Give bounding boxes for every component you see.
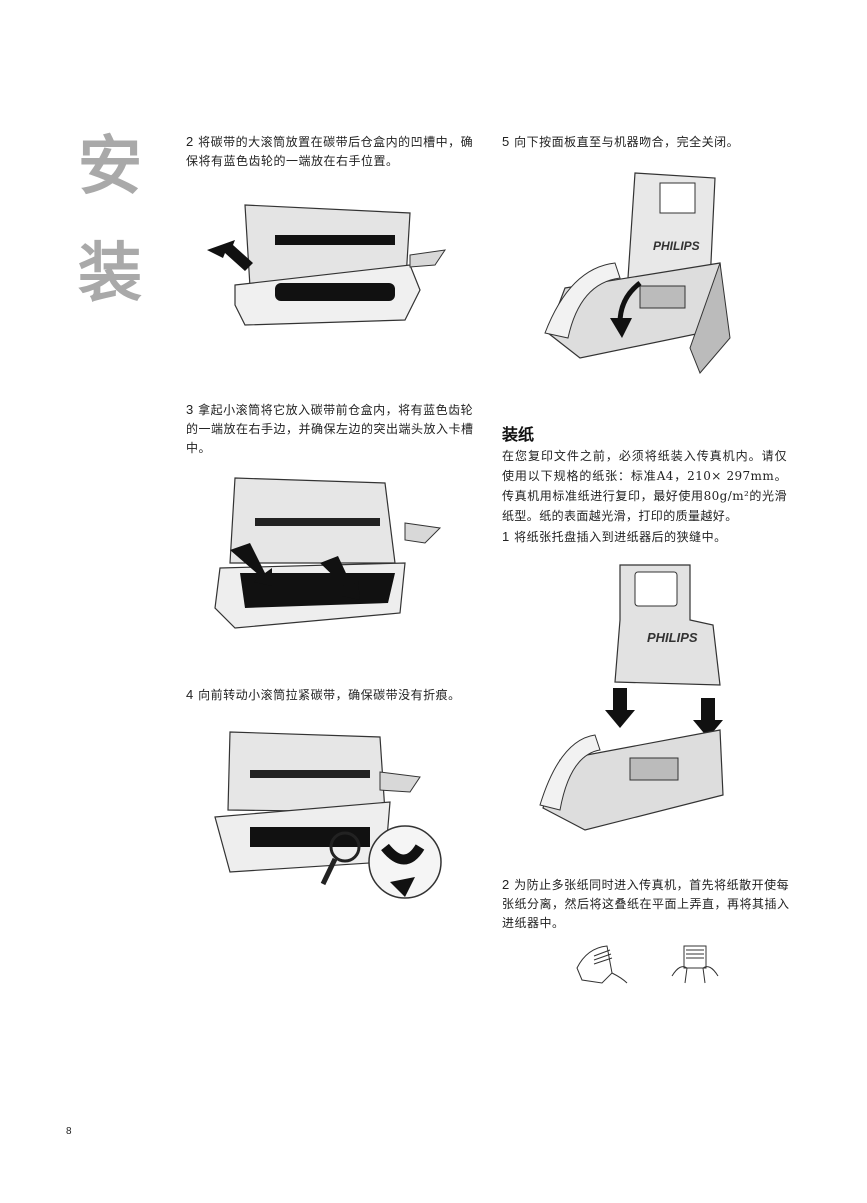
- page-number: 8: [66, 1126, 72, 1137]
- arrow-down-icon: [693, 720, 723, 738]
- step-3-number: 3: [186, 402, 194, 417]
- arrow-down-icon: [610, 318, 632, 338]
- paper-section-heading: 装纸: [502, 425, 535, 444]
- paper-step-1: 1 将纸张托盘插入到进纸器后的狭缝中。: [502, 527, 792, 547]
- paper-step-2: 2 为防止多张纸同时进入传真机，首先将纸散开使每张纸分离，然后将这叠纸在平面上弄…: [502, 875, 790, 933]
- figure-ribbon-tighten: [214, 731, 442, 899]
- figure-ribbon-rear-roll: [207, 204, 447, 326]
- step-4: 4 向前转动小滚筒拉紧碳带，确保碳带没有折痕。: [186, 685, 474, 705]
- step-5-number: 5: [502, 134, 510, 149]
- paper-step-1-text: 将纸张托盘插入到进纸器后的狭缝中。: [514, 530, 727, 544]
- step-4-number: 4: [186, 687, 194, 702]
- arrow-down-icon: [605, 710, 635, 728]
- arrow-icon: [320, 556, 360, 600]
- arrow-icon: [207, 240, 253, 271]
- figure-fan-paper-hands: [576, 945, 719, 984]
- paper-step-2-number: 2: [502, 877, 510, 892]
- side-title-char-1: 安: [78, 129, 142, 204]
- step-5: 5 向下按面板直至与机器吻合，完全关闭。: [502, 132, 792, 152]
- step-2-number: 2: [186, 134, 194, 149]
- brand-label-tray: PHILIPS: [647, 630, 698, 645]
- step-4-text: 向前转动小滚筒拉紧碳带，确保碳带没有折痕。: [198, 688, 461, 702]
- figure-ribbon-front-roll: [214, 477, 442, 629]
- arrow-icon: [230, 543, 272, 586]
- step-2-text: 将碳带的大滚筒放置在碳带后仓盒内的凹槽中，确保将有蓝色齿轮的一端放在右手位置。: [186, 135, 474, 168]
- figure-paper-tray-insert: PHILIPS: [539, 564, 724, 831]
- step-2: 2 将碳带的大滚筒放置在碳带后仓盒内的凹槽中，确保将有蓝色齿轮的一端放在右手位置…: [186, 132, 474, 171]
- side-title-char-2: 装: [78, 236, 142, 311]
- paper-intro-paragraph: 在您复印文件之前，必须将纸装入传真机内。请仅使用以下规格的纸张：标准A4，210…: [502, 449, 787, 523]
- paper-step-2-text: 为防止多张纸同时进入传真机，首先将纸散开使每张纸分离，然后将这叠纸在平面上弄直，…: [502, 878, 790, 930]
- paper-step-1-number: 1: [502, 529, 510, 544]
- magnifier-icon: [329, 831, 361, 863]
- brand-label: PHILIPS: [653, 239, 700, 253]
- figure-fax-close-panel: PHILIPS: [544, 172, 731, 374]
- step-3-text: 拿起小滚筒将它放入碳带前仓盒内，将有蓝色齿轮的一端放在右手边，并确保左边的突出端…: [186, 403, 474, 455]
- step-3: 3 拿起小滚筒将它放入碳带前仓盒内，将有蓝色齿轮的一端放在右手边，并确保左边的突…: [186, 400, 474, 458]
- step-5-text: 向下按面板直至与机器吻合，完全关闭。: [514, 135, 740, 149]
- rotate-arrow-icon: [390, 877, 415, 897]
